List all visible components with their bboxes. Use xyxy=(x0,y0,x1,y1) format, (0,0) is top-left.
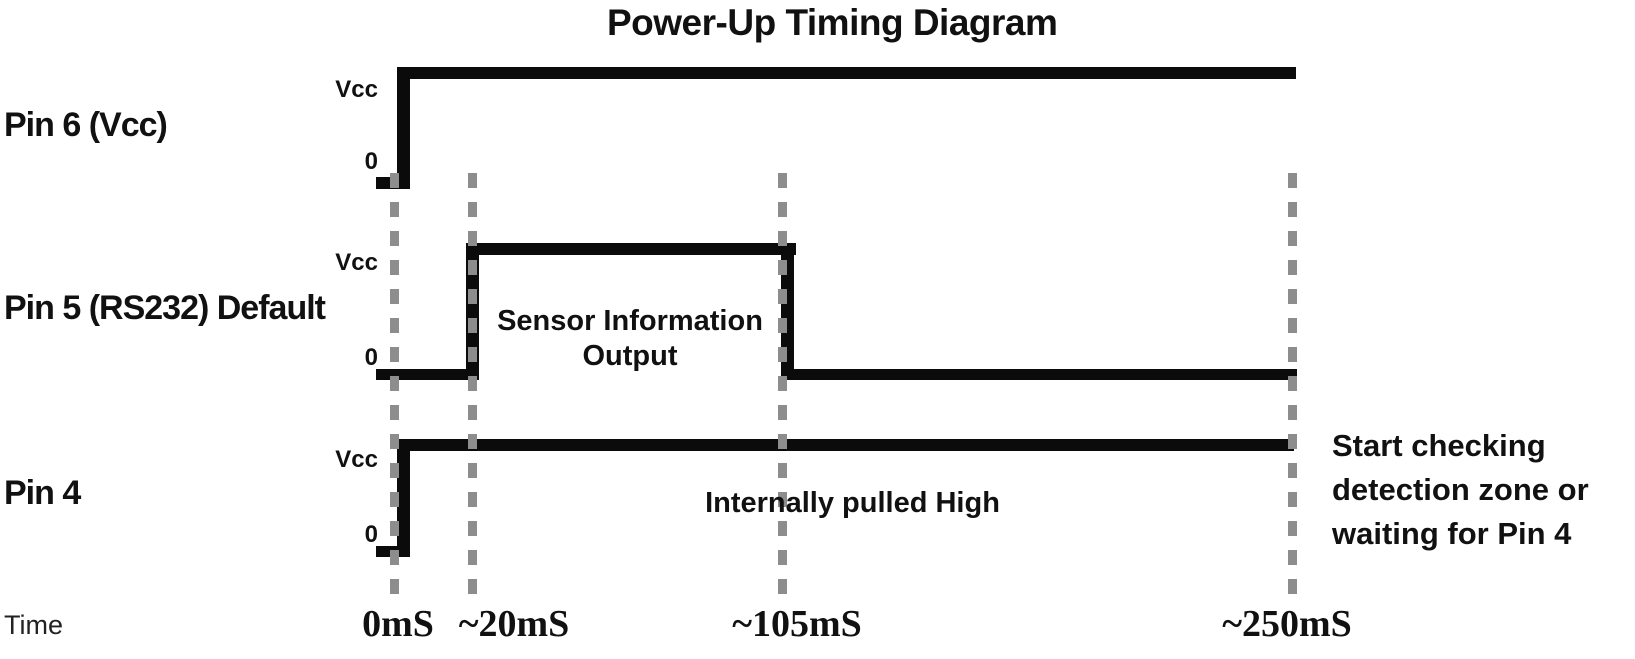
right-note-line2: detection zone or xyxy=(1332,472,1589,507)
pin6-zero-level-label: 0 xyxy=(364,148,378,175)
pin6-vcc-level-label: Vcc xyxy=(335,76,378,103)
tick-label-250ms: ~250mS xyxy=(1222,603,1352,645)
signal-label-pin6: Pin 6 (Vcc) xyxy=(4,106,168,144)
tick-label-105ms: ~105mS xyxy=(732,603,862,645)
page-title: Power-Up Timing Diagram xyxy=(607,2,1058,43)
pin4-trace-rising-edge xyxy=(397,439,410,557)
pin6-trace-high-segment xyxy=(397,67,1296,79)
right-note-line1: Start checking xyxy=(1332,428,1546,463)
right-note: Start checking detection zone or waiting… xyxy=(1332,424,1635,556)
pin6-trace-rising-edge xyxy=(397,67,410,189)
pin4-trace-high-segment xyxy=(397,439,1294,451)
pin5-zero-level-label: 0 xyxy=(364,344,378,371)
pin5-trace-low-segment-2 xyxy=(784,369,1297,380)
tick-label-20ms: ~20mS xyxy=(458,603,570,645)
pin5-annotation-line2: Output xyxy=(582,340,678,372)
time-marker-line-250ms xyxy=(1288,173,1297,602)
pin5-trace-high-segment xyxy=(466,243,796,255)
time-marker-line-105ms xyxy=(778,173,787,602)
signal-label-pin4: Pin 4 xyxy=(4,474,81,512)
tick-label-0ms: 0mS xyxy=(362,603,434,645)
pin5-trace-low-segment-1 xyxy=(376,369,474,380)
pin4-zero-level-label: 0 xyxy=(364,521,378,548)
right-note-line3: waiting for Pin 4 xyxy=(1332,516,1572,551)
pin5-annotation-line1: Sensor Information xyxy=(497,305,763,337)
signal-label-pin5: Pin 5 (RS232) Default xyxy=(4,289,326,327)
time-marker-line-0ms xyxy=(390,173,399,602)
time-marker-line-20ms xyxy=(468,173,477,602)
pin4-vcc-level-label: Vcc xyxy=(335,446,378,473)
time-axis-label: Time xyxy=(4,610,63,640)
pin4-annotation: Internally pulled High xyxy=(705,487,1000,519)
pin5-vcc-level-label: Vcc xyxy=(335,249,378,276)
pin5-annotation: Sensor Information Output xyxy=(455,304,805,374)
